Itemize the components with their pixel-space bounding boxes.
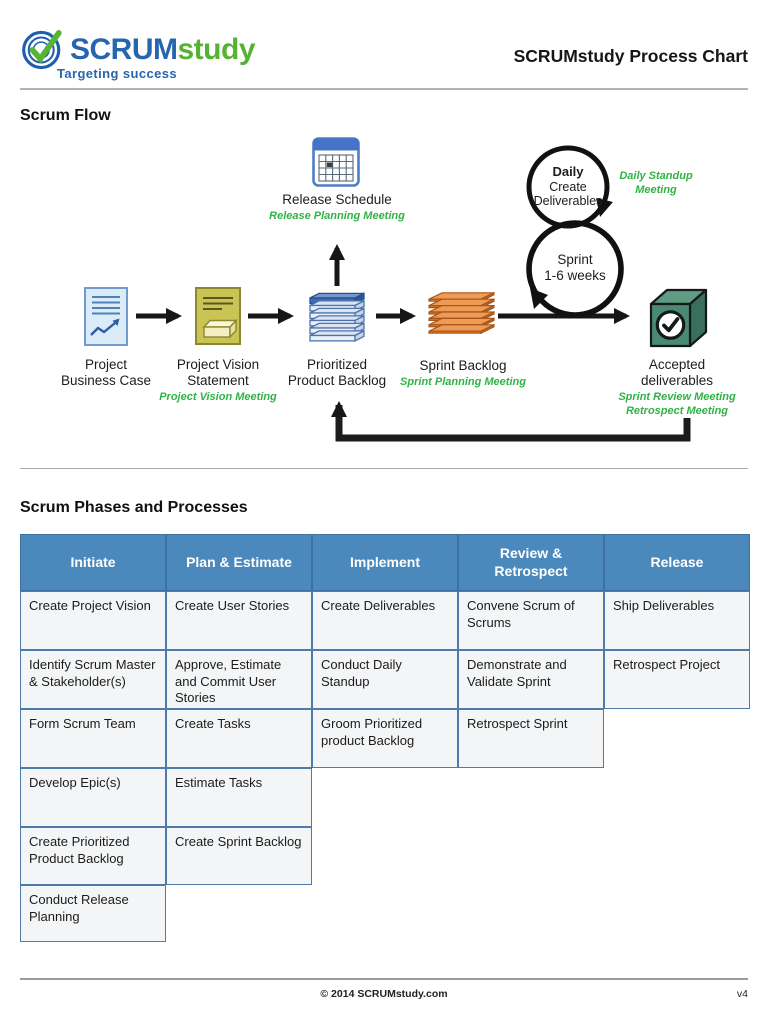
phase-cell: Estimate Tasks bbox=[166, 768, 312, 827]
product-backlog-label: Prioritized Product Backlog bbox=[287, 357, 387, 388]
table-row: Identify Scrum Master & Stakeholder(s) A… bbox=[20, 650, 750, 709]
calendar-icon bbox=[312, 137, 360, 192]
version-label: v4 bbox=[736, 988, 748, 1000]
phase-cell: Create Prioritized Product Backlog bbox=[20, 827, 166, 885]
table-row: Create Prioritized Product Backlog Creat… bbox=[20, 827, 750, 885]
orange-sheets-icon bbox=[427, 291, 496, 346]
table-row: Develop Epic(s) Estimate Tasks bbox=[20, 768, 750, 827]
phase-cell: Retrospect Project bbox=[604, 650, 750, 709]
section-divider bbox=[20, 468, 748, 469]
column-header-implement: Implement bbox=[312, 534, 458, 591]
project-vision-meeting-label: Project Vision Meeting bbox=[159, 390, 277, 403]
phase-cell: Conduct Release Planning bbox=[20, 885, 166, 942]
scrumstudy-check-logo-icon bbox=[20, 26, 68, 79]
phases-header-row: Initiate Plan & Estimate Implement Revie… bbox=[20, 534, 750, 591]
header-divider bbox=[20, 88, 748, 90]
release-schedule-label-block: Release Schedule Release Planning Meetin… bbox=[262, 192, 412, 224]
table-row: Create Project Vision Create User Storie… bbox=[20, 591, 750, 650]
release-planning-meeting-label: Release Planning Meeting bbox=[269, 209, 405, 222]
phase-cell: Identify Scrum Master & Stakeholder(s) bbox=[20, 650, 166, 709]
cube-check-icon bbox=[644, 287, 708, 354]
sprint-planning-meeting-label: Sprint Planning Meeting bbox=[400, 375, 526, 388]
phase-cell: Form Scrum Team bbox=[20, 709, 166, 768]
logo-word-scrum: SCRUM bbox=[70, 33, 178, 66]
phase-cell: Create Sprint Backlog bbox=[166, 827, 312, 885]
logo-wordmark: SCRUMstudy bbox=[70, 33, 256, 66]
phase-cell: Retrospect Sprint bbox=[458, 709, 604, 768]
phases-table: Initiate Plan & Estimate Implement Revie… bbox=[20, 534, 750, 942]
sprint-loop-text: Sprint 1-6 weeks bbox=[520, 252, 630, 284]
phase-cell: Groom Prioritized product Backlog bbox=[312, 709, 458, 768]
column-header-release: Release bbox=[604, 534, 750, 591]
accepted-deliverables-label: Accepted deliverables Sprint Review Meet… bbox=[612, 357, 742, 418]
phase-cell: Convene Scrum of Scrums bbox=[458, 591, 604, 650]
retrospect-meeting-label: Retrospect Meeting bbox=[625, 404, 729, 417]
phase-cell: Create Project Vision bbox=[20, 591, 166, 650]
column-header-review-retrospect: Review & Retrospect bbox=[458, 534, 604, 591]
daily-loop-line2: Create bbox=[549, 179, 587, 194]
business-case-label: Project Business Case bbox=[60, 357, 152, 388]
phases-heading: Scrum Phases and Processes bbox=[20, 499, 248, 516]
page-title: SCRUMstudy Process Chart bbox=[513, 46, 748, 66]
logo-tagline: Targeting success bbox=[57, 66, 177, 81]
daily-standup-meeting-label: Daily Standup Meeting bbox=[619, 170, 693, 196]
sprint-review-meeting-label: Sprint Review Meeting bbox=[618, 390, 736, 403]
scrum-flow-heading: Scrum Flow bbox=[20, 107, 111, 124]
phase-cell: Demonstrate and Validate Sprint bbox=[458, 650, 604, 709]
logo-word-study: study bbox=[177, 33, 256, 66]
sprint-loop-line2: 1-6 weeks bbox=[544, 268, 606, 284]
table-row: Conduct Release Planning bbox=[20, 885, 750, 942]
phase-cell: Create Tasks bbox=[166, 709, 312, 768]
sprint-loop-line1: Sprint bbox=[557, 252, 593, 267]
scrumstudy-logo: SCRUMstudy bbox=[20, 26, 256, 79]
phase-cell: Develop Epic(s) bbox=[20, 768, 166, 827]
phase-cell: Create Deliverables bbox=[312, 591, 458, 650]
phase-cell: Conduct Daily Standup bbox=[312, 650, 458, 709]
daily-loop-line1: Daily bbox=[552, 164, 584, 179]
sprint-loop-arrowhead bbox=[530, 288, 548, 309]
column-header-plan-estimate: Plan & Estimate bbox=[166, 534, 312, 591]
vision-statement-label: Project Vision Statement Project Vision … bbox=[156, 357, 280, 405]
phase-cell: Approve, Estimate and Commit User Storie… bbox=[166, 650, 312, 709]
table-row: Form Scrum Team Create Tasks Groom Prior… bbox=[20, 709, 750, 768]
release-schedule-label: Release Schedule bbox=[282, 192, 392, 207]
document-chart-icon bbox=[84, 287, 128, 351]
document-box-icon bbox=[195, 287, 241, 350]
layered-stack-icon bbox=[306, 288, 368, 350]
copyright-text: © 2014 SCRUMstudy.com bbox=[320, 988, 448, 1000]
daily-loop-line3: Deliverables bbox=[533, 193, 603, 208]
footer-divider bbox=[20, 978, 748, 980]
phase-cell: Ship Deliverables bbox=[604, 591, 750, 650]
column-header-initiate: Initiate bbox=[20, 534, 166, 591]
phase-cell: Create User Stories bbox=[166, 591, 312, 650]
sprint-backlog-label: Sprint Backlog Sprint Planning Meeting bbox=[395, 358, 531, 390]
daily-loop-text: Daily Create Deliverables bbox=[513, 164, 623, 208]
